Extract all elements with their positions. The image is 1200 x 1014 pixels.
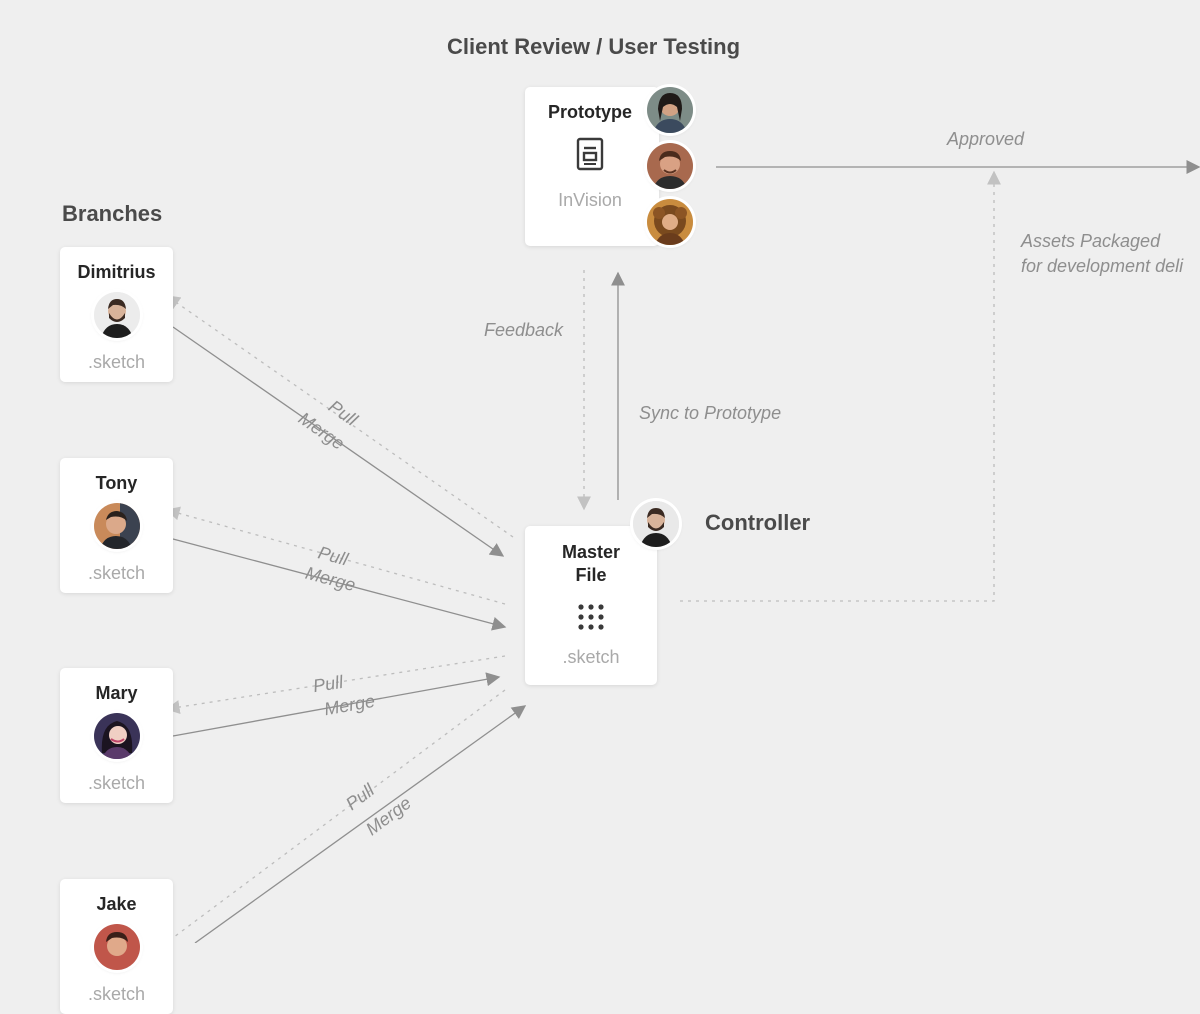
connector-layer <box>165 160 1200 943</box>
controller-avatar <box>633 501 679 547</box>
reviewer-avatar-3 <box>647 199 693 245</box>
branch-name: Dimitrius <box>77 262 156 282</box>
master-title-line1: Master <box>561 542 621 562</box>
branch-card-dimitrius[interactable]: Dimitrius .sketch <box>60 247 173 382</box>
branch-avatar-dimitrius <box>93 292 140 338</box>
branch-sub: .sketch <box>87 563 146 583</box>
branch-sub: .sketch <box>87 352 146 372</box>
pull-arrow-tony <box>165 506 506 605</box>
pull-arrow-dimitrius <box>165 295 514 538</box>
branch-card-tony[interactable]: Tony .sketch <box>60 458 173 593</box>
pull-label-mary: Pull <box>311 671 345 697</box>
master-file-card[interactable]: Master File .sketch <box>525 526 657 685</box>
branch-avatar-mary <box>93 713 140 759</box>
branch-avatar-tony <box>93 503 140 549</box>
prototype-title: Prototype <box>547 102 632 122</box>
controller-label: Controller <box>705 510 811 535</box>
branch-avatar-jake <box>93 924 140 970</box>
feedback-label: Feedback <box>484 320 564 340</box>
merge-arrow-jake <box>194 705 527 943</box>
prototype-card[interactable]: Prototype InVision <box>525 87 659 246</box>
master-sub: .sketch <box>562 647 620 667</box>
merge-arrow-tony <box>172 538 507 631</box>
merge-arrow-mary <box>172 672 501 737</box>
pull-arrow-jake <box>169 689 506 941</box>
assets-packaged-arrow <box>680 170 1001 602</box>
branch-name: Tony <box>95 473 138 493</box>
assets-label-line2: for development deli <box>1021 256 1184 276</box>
branch-sub: .sketch <box>87 773 146 793</box>
approved-label: Approved <box>947 129 1025 149</box>
reviewer-avatar-1 <box>647 87 693 133</box>
branch-card-mary[interactable]: Mary .sketch <box>60 668 173 803</box>
master-title-line2: File <box>575 565 607 585</box>
merge-arrow-dimitrius <box>172 326 505 557</box>
client-review-title: Client Review / User Testing <box>447 34 741 59</box>
branches-title: Branches <box>62 201 163 226</box>
branch-name: Mary <box>95 683 138 703</box>
reviewer-avatar-2 <box>647 143 693 189</box>
branch-name: Jake <box>96 894 137 914</box>
sync-label: Sync to Prototype <box>639 403 782 423</box>
grid-dots-icon <box>578 604 604 630</box>
assets-label-line1: Assets Packaged <box>1021 231 1161 251</box>
branch-sub: .sketch <box>87 984 146 1004</box>
branch-card-jake[interactable]: Jake .sketch <box>60 879 173 1014</box>
document-icon <box>576 137 604 171</box>
pull-arrow-mary <box>165 655 506 714</box>
prototype-sub: InVision <box>558 190 622 210</box>
